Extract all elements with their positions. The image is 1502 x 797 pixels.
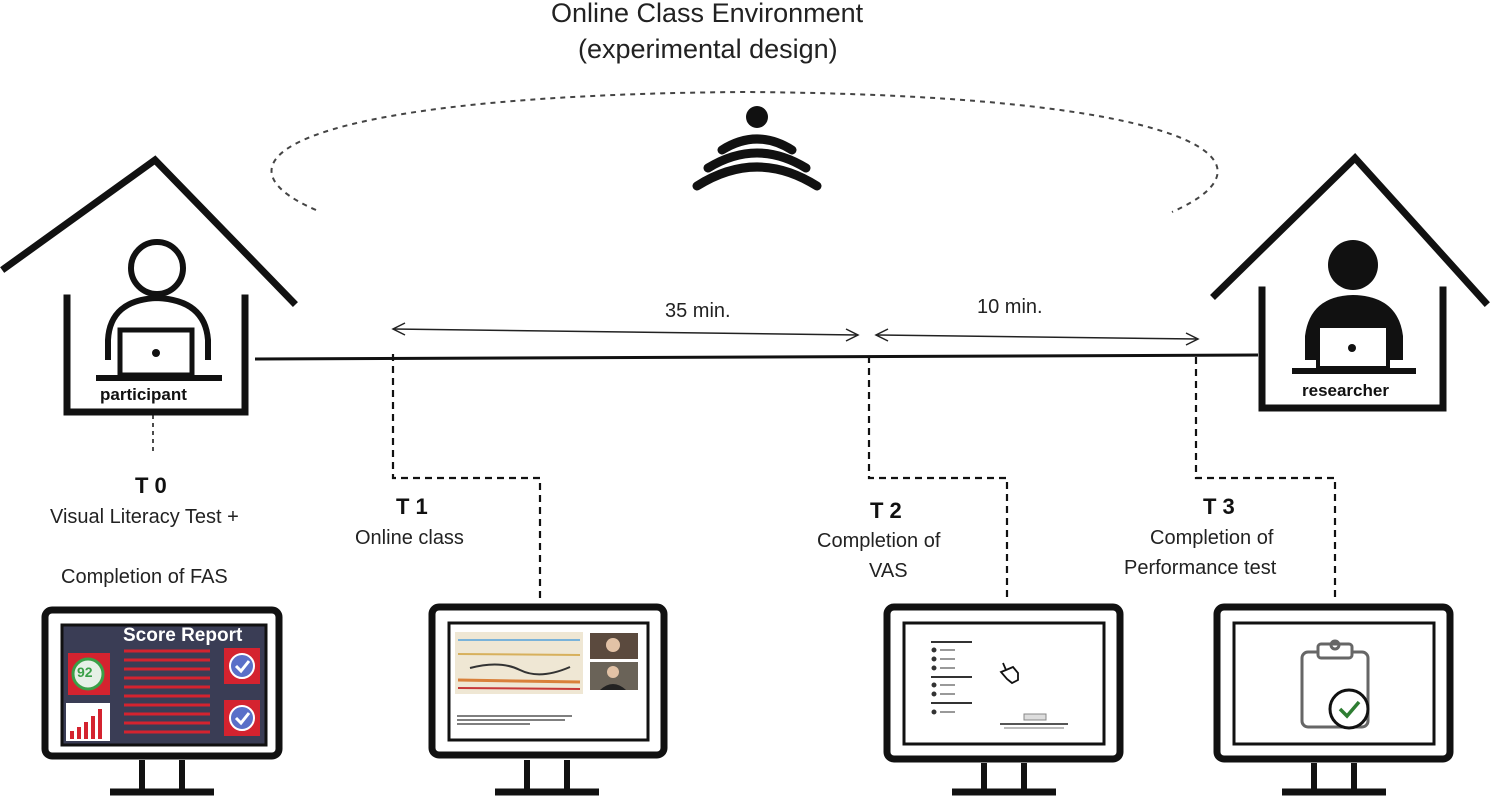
monitor-t2-icon (883, 603, 1124, 796)
stage-t1-id: T 1 (396, 494, 428, 519)
stage-t3-id: T 3 (1203, 494, 1235, 519)
class-slide-image (455, 632, 583, 694)
clipboard-check-icon (1300, 639, 1370, 730)
stage-t3-desc2: Performance test (1124, 557, 1277, 579)
checkmark-icon (224, 648, 260, 736)
slide-caption-lines (457, 715, 572, 725)
diagram-title-line2: (experimental design) (578, 34, 838, 64)
stage-t0-id: T 0 (135, 473, 167, 498)
report-lines (124, 649, 210, 734)
vas-slider (1000, 713, 1068, 729)
connection-arc (270, 90, 1219, 213)
stage-t2-desc1: Completion of (817, 530, 941, 552)
diagram-title-line1: Online Class Environment (551, 0, 864, 28)
video-participants (590, 633, 638, 690)
score-value: 92 (77, 664, 93, 680)
stage-t2-desc2: VAS (869, 560, 908, 582)
stage-t2-id: T 2 (870, 498, 902, 523)
duration-label-10: 10 min. (977, 296, 1043, 318)
score-badge (68, 653, 110, 695)
stage-t0-desc1: Visual Literacy Test + (50, 506, 239, 528)
stage-t3-desc1: Completion of (1150, 527, 1274, 549)
connectors (152, 354, 1337, 602)
score-report-heading: Score Report (123, 625, 243, 646)
pointer-hand-icon (999, 662, 1019, 685)
bar-chart-icon (66, 703, 110, 741)
duration-arrow-10 (874, 328, 1200, 346)
participant-label: participant (100, 385, 187, 404)
researcher-label: researcher (1302, 381, 1389, 400)
wifi-icon (692, 106, 822, 191)
stage-t0-desc2: Completion of FAS (61, 566, 228, 588)
duration-arrow-35 (391, 322, 860, 342)
questionnaire-list (931, 641, 972, 715)
stage-t1-desc1: Online class (355, 527, 464, 549)
participant-laptop-icon (96, 327, 222, 381)
duration-label-35: 35 min. (665, 300, 731, 322)
researcher-house-icon (1210, 152, 1490, 412)
participant-person-icon (105, 239, 211, 360)
participant-house-icon (0, 155, 298, 416)
researcher-laptop-icon (1292, 324, 1416, 374)
timeline-line (254, 353, 1259, 361)
